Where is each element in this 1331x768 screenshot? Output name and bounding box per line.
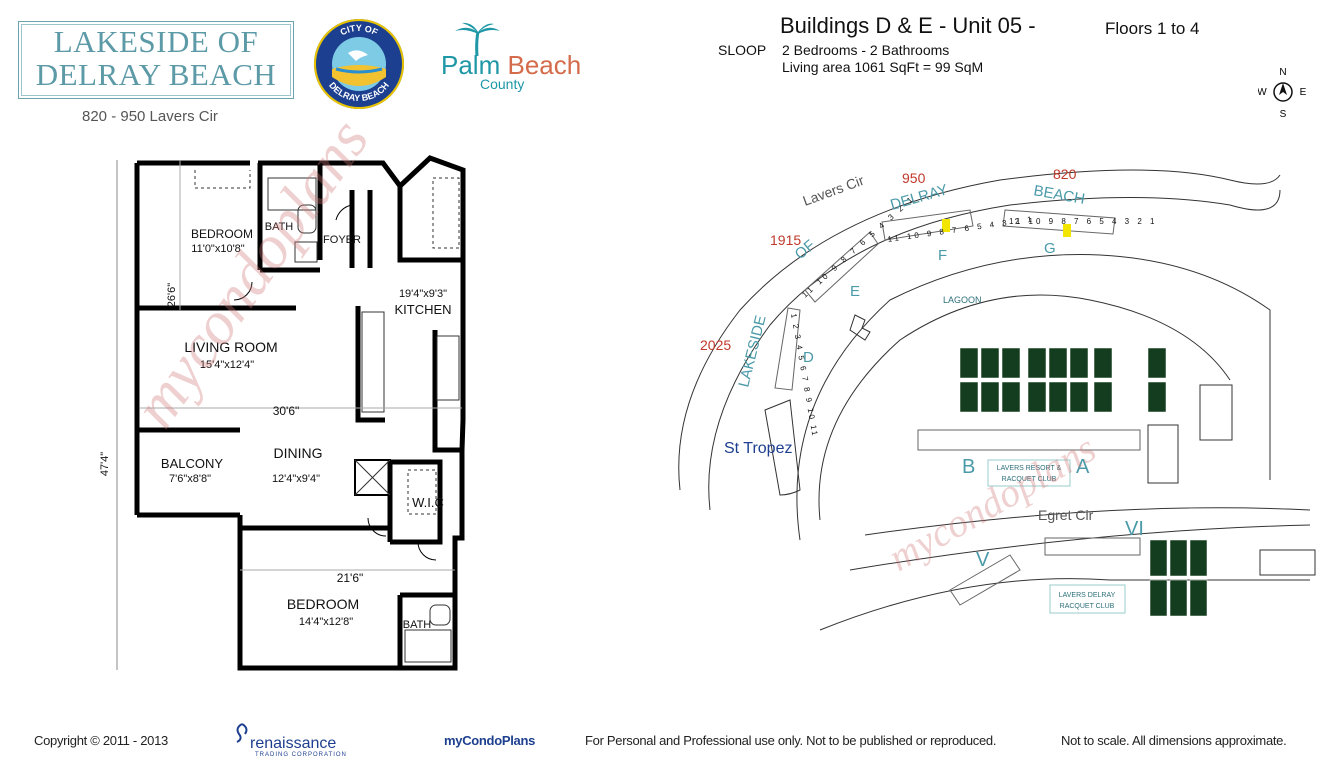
company-logo-sub: TRADING CORPORATION: [255, 752, 347, 758]
community-word: LAKESIDE: [735, 314, 769, 389]
room-label: FOYER: [323, 234, 361, 246]
community-address: 820 - 950 Lavers Cir: [82, 108, 218, 125]
address-number: 1915: [770, 232, 801, 248]
highlight-unit-g: [1063, 224, 1071, 237]
living-area: Living area 1061 SqFt = 99 SqM: [782, 59, 984, 75]
building-f-units: 11 10 9 8 7 6 5 4 3 2 1: [887, 214, 1035, 244]
dimension-label: 47'4": [100, 452, 111, 476]
room-dims: 15'4"x12'4": [200, 359, 254, 371]
community-word: DELRAY: [888, 181, 949, 214]
room-dims: 7'6"x8'8": [169, 473, 211, 485]
copyright: Copyright © 2011 - 2013: [34, 733, 168, 748]
room-dims: 12'4"x9'4": [272, 473, 320, 485]
room-label: BATH: [265, 221, 294, 233]
dimension-label: 26'6": [166, 283, 178, 307]
street-label: Egret Cir: [1038, 507, 1094, 523]
club-name: RACQUET CLUB: [1002, 476, 1057, 483]
room-label: BEDROOM: [191, 227, 253, 241]
building-label: A: [1076, 456, 1090, 478]
scale-notice: Not to scale. All dimensions approximate…: [1061, 733, 1287, 748]
building-label: V: [976, 549, 990, 571]
compass-n: N: [1279, 67, 1286, 78]
community-title-line-1: LAKESIDE OF: [53, 24, 259, 59]
building-label: G: [1044, 240, 1056, 257]
room-label: DINING: [274, 445, 323, 461]
compass-needle-icon: [1279, 83, 1287, 95]
room-label: LIVING ROOM: [184, 339, 277, 355]
building-label: B: [962, 456, 975, 478]
club-name: LAVERS DELRAY: [1059, 592, 1116, 599]
building-label: F: [938, 247, 947, 264]
room-dims: 14'4"x12'8": [299, 616, 353, 628]
community-title-line-2: DELRAY BEACH: [35, 57, 277, 92]
club-sign-2: [1049, 584, 1126, 614]
building-label: D: [803, 349, 814, 366]
community-word: BEACH: [1032, 182, 1086, 208]
address-number: 950: [902, 170, 926, 186]
usage-notice: For Personal and Professional use only. …: [585, 733, 997, 748]
club-name: LAVERS RESORT &: [997, 465, 1062, 472]
model-name: SLOOP: [718, 42, 767, 58]
site-brand: myCondoPlans: [444, 733, 536, 748]
lagoon-label: LAGOON: [943, 295, 982, 305]
room-count: 2 Bedrooms - 2 Bathrooms: [782, 42, 950, 58]
city-seal-logo: CITY OF DELRAY BEACH: [314, 19, 404, 109]
compass-rose: N S E W: [1258, 67, 1307, 120]
room-dims: 19'4"x9'3": [399, 288, 447, 300]
unit-title: Buildings D & E - Unit 05 -: [780, 13, 1036, 38]
highlight-unit-f: [942, 219, 950, 232]
room-label: BALCONY: [161, 456, 223, 471]
street-label: Lavers Cir: [801, 172, 867, 209]
room-dims: 11'0"x10'8": [191, 243, 244, 255]
club-sign-1: [987, 459, 1071, 487]
community-title-box: LAKESIDE OF DELRAY BEACH: [18, 21, 294, 99]
compass-s: S: [1280, 109, 1287, 120]
room-label: BEDROOM: [287, 596, 359, 612]
st-tropez-label: St Tropez: [724, 440, 792, 457]
compass-w: W: [1258, 87, 1267, 98]
dimension-label: 21'6": [337, 571, 364, 585]
palm-tree-icon: [455, 22, 500, 56]
room-label: BATH: [403, 619, 432, 631]
compass-e: E: [1300, 87, 1307, 98]
room-label: W.I.C: [412, 495, 444, 510]
county-logo-sub: County: [480, 76, 525, 92]
floor-plan: BEDROOM 11'0"x10'8" BATH FOYER KITCHEN 1…: [100, 155, 466, 671]
unit-floors: Floors 1 to 4: [1105, 19, 1200, 38]
renaissance-logo-icon: [236, 723, 248, 743]
club-name: RACQUET CLUB: [1060, 603, 1115, 610]
building-label: E: [850, 283, 860, 300]
county-logo-text: Palm Beach: [441, 50, 582, 80]
site-map: 11 10 9 8 7 6 5 4 3 2 1 11 10 9 8 7 6 5 …: [678, 166, 1316, 631]
address-number: 2025: [700, 337, 731, 353]
building-g-units: 11 10 9 8 7 6 5 4 3 2 1: [1009, 217, 1157, 226]
room-label: KITCHEN: [394, 302, 451, 317]
company-logo-text: renaissance: [250, 735, 337, 752]
address-number: 820: [1053, 166, 1077, 182]
dimension-label: 30'6": [273, 404, 300, 418]
building-label: VI: [1125, 518, 1144, 540]
